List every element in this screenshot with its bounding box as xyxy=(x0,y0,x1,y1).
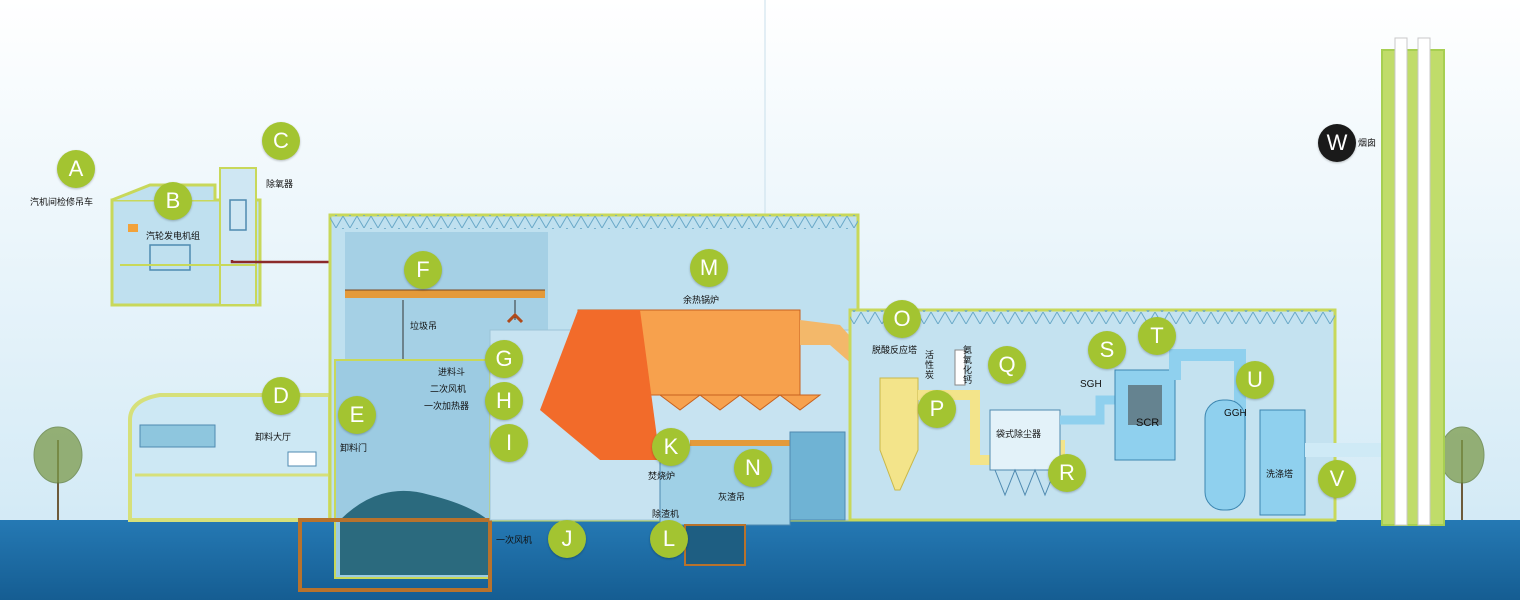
marker-a[interactable]: A xyxy=(57,150,95,188)
marker-b[interactable]: B xyxy=(154,182,192,220)
boiler-hall xyxy=(489,309,880,566)
marker-m[interactable]: M xyxy=(690,249,728,287)
label-d: 卸料大厅 xyxy=(255,433,292,443)
marker-d[interactable]: D xyxy=(262,377,300,415)
tipping-hall xyxy=(128,393,332,522)
label-l: 除渣机 xyxy=(652,510,680,520)
label-k: 焚烧炉 xyxy=(648,472,676,482)
label-q: 袋式除尘器 xyxy=(996,430,1042,440)
label-ammonia: 氨氧化钙 xyxy=(961,345,971,385)
label-g: 进料斗 xyxy=(438,368,466,378)
marker-c[interactable]: C xyxy=(262,122,300,160)
marker-j[interactable]: J xyxy=(548,520,586,558)
label-n: 灰渣吊 xyxy=(718,493,746,503)
label-a: 汽机间检修吊车 xyxy=(30,198,94,208)
label-m: 余热锅炉 xyxy=(683,296,720,306)
marker-h[interactable]: H xyxy=(485,382,523,420)
marker-p[interactable]: P xyxy=(918,390,956,428)
tree-right xyxy=(1439,426,1485,520)
label-j: 一次风机 xyxy=(496,536,533,546)
marker-t[interactable]: T xyxy=(1138,317,1176,355)
marker-i[interactable]: I xyxy=(490,424,528,462)
label-e: 卸料门 xyxy=(340,444,368,454)
label-c: 除氧器 xyxy=(266,180,294,190)
marker-e[interactable]: E xyxy=(338,396,376,434)
label-i: 一次加热器 xyxy=(424,402,470,412)
label-f: 垃圾吊 xyxy=(410,322,438,332)
marker-l[interactable]: L xyxy=(650,520,688,558)
label-w: 烟囱 xyxy=(1358,139,1377,149)
label-h: 二次风机 xyxy=(430,385,467,395)
marker-r[interactable]: R xyxy=(1048,454,1086,492)
label-t: SCR xyxy=(1136,417,1160,429)
chimney xyxy=(1381,37,1445,526)
label-o: 脱酸反应塔 xyxy=(872,346,918,356)
tree-left xyxy=(33,426,83,520)
label-v: 洗涤塔 xyxy=(1266,470,1294,480)
marker-v[interactable]: V xyxy=(1318,460,1356,498)
marker-u[interactable]: U xyxy=(1236,361,1274,399)
ground xyxy=(0,520,1520,600)
marker-q[interactable]: Q xyxy=(988,346,1026,384)
marker-w[interactable]: W xyxy=(1318,124,1356,162)
label-b: 汽轮发电机组 xyxy=(146,232,201,242)
label-p: 活性炭 xyxy=(923,350,933,380)
label-u: GGH xyxy=(1224,408,1247,419)
marker-n[interactable]: N xyxy=(734,449,772,487)
marker-k[interactable]: K xyxy=(652,428,690,466)
label-s: SGH xyxy=(1080,379,1102,390)
marker-s[interactable]: S xyxy=(1088,331,1126,369)
pit-foundation xyxy=(298,518,492,592)
waste-pile xyxy=(340,490,488,575)
marker-f[interactable]: F xyxy=(404,251,442,289)
marker-g[interactable]: G xyxy=(485,340,523,378)
marker-o[interactable]: O xyxy=(883,300,921,338)
